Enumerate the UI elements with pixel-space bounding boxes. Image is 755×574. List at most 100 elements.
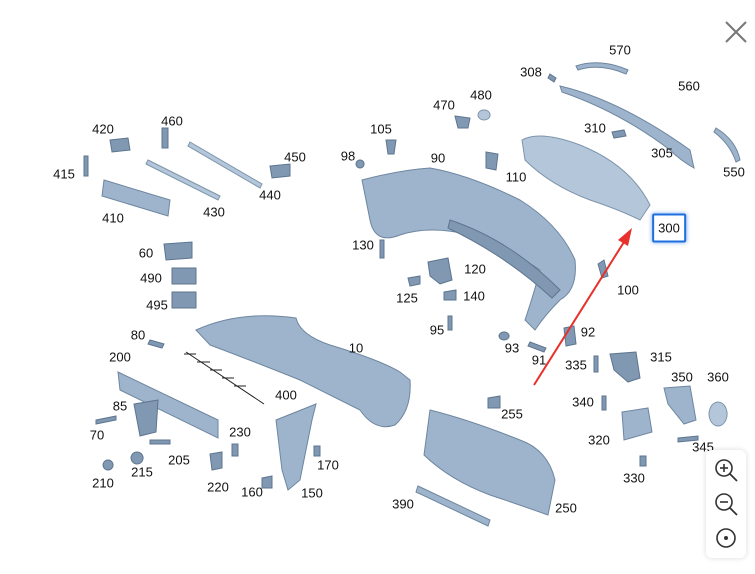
label-90[interactable]: 90 xyxy=(430,150,446,166)
part-315[interactable] xyxy=(609,351,641,383)
part-550[interactable] xyxy=(713,127,741,163)
label-335[interactable]: 335 xyxy=(565,357,587,373)
label-170[interactable]: 170 xyxy=(317,457,339,473)
part-200[interactable] xyxy=(117,371,219,439)
label-125[interactable]: 125 xyxy=(396,290,418,306)
label-570[interactable]: 570 xyxy=(609,42,631,58)
label-10[interactable]: 10 xyxy=(348,340,364,356)
part-130[interactable] xyxy=(379,239,385,259)
part-80[interactable] xyxy=(147,339,165,349)
label-420[interactable]: 420 xyxy=(92,121,114,137)
label-215[interactable]: 215 xyxy=(131,464,153,480)
part-310[interactable] xyxy=(611,129,627,139)
part-440[interactable] xyxy=(187,141,263,189)
part-490[interactable] xyxy=(171,267,197,285)
reset-view-button[interactable] xyxy=(712,524,740,552)
part-215[interactable] xyxy=(130,451,144,465)
label-100[interactable]: 100 xyxy=(617,282,639,298)
label-93[interactable]: 93 xyxy=(504,340,520,356)
part-140[interactable] xyxy=(443,289,457,301)
label-305[interactable]: 305 xyxy=(651,145,673,161)
label-495[interactable]: 495 xyxy=(146,297,168,313)
part-98[interactable] xyxy=(355,159,365,169)
part-345[interactable] xyxy=(677,435,699,443)
part-570[interactable] xyxy=(575,62,629,75)
part-170[interactable] xyxy=(313,445,321,457)
label-130[interactable]: 130 xyxy=(352,237,374,253)
label-210[interactable]: 210 xyxy=(92,475,114,491)
part-210[interactable] xyxy=(102,459,114,471)
label-250[interactable]: 250 xyxy=(555,500,577,516)
label-105[interactable]: 105 xyxy=(370,121,392,137)
zoom-in-button[interactable] xyxy=(712,456,740,484)
label-205[interactable]: 205 xyxy=(168,452,190,468)
label-92[interactable]: 92 xyxy=(580,324,596,340)
label-80[interactable]: 80 xyxy=(130,327,146,343)
part-90[interactable] xyxy=(361,167,576,331)
part-70[interactable] xyxy=(95,415,117,425)
part-460[interactable] xyxy=(161,127,169,149)
label-550[interactable]: 550 xyxy=(723,164,745,180)
part-320[interactable] xyxy=(621,407,653,441)
label-560[interactable]: 560 xyxy=(678,78,700,94)
label-410[interactable]: 410 xyxy=(102,210,124,226)
label-440[interactable]: 440 xyxy=(259,187,281,203)
label-415[interactable]: 415 xyxy=(53,166,75,182)
label-160[interactable]: 160 xyxy=(241,484,263,500)
part-10[interactable] xyxy=(195,315,411,428)
label-470[interactable]: 470 xyxy=(433,97,455,113)
label-430[interactable]: 430 xyxy=(203,204,225,220)
label-120[interactable]: 120 xyxy=(464,261,486,277)
part-430[interactable] xyxy=(145,159,221,201)
label-70[interactable]: 70 xyxy=(89,427,105,443)
label-150[interactable]: 150 xyxy=(301,485,323,501)
part-110[interactable] xyxy=(485,151,499,171)
part-160[interactable] xyxy=(261,475,273,489)
part-95[interactable] xyxy=(447,315,453,331)
label-460[interactable]: 460 xyxy=(161,113,183,129)
part-150[interactable] xyxy=(275,403,317,491)
label-340[interactable]: 340 xyxy=(572,394,594,410)
part-420[interactable] xyxy=(109,137,131,153)
label-490[interactable]: 490 xyxy=(140,270,162,286)
part-340[interactable] xyxy=(601,395,607,411)
part-250[interactable] xyxy=(423,409,556,516)
part-495[interactable] xyxy=(171,291,197,309)
label-450[interactable]: 450 xyxy=(284,149,306,165)
part-100[interactable] xyxy=(597,259,609,279)
label-140[interactable]: 140 xyxy=(463,288,485,304)
label-110[interactable]: 110 xyxy=(505,169,527,185)
part-300[interactable] xyxy=(521,135,651,221)
part-120[interactable] xyxy=(427,257,453,285)
label-390[interactable]: 390 xyxy=(392,496,414,512)
part-470[interactable] xyxy=(454,115,471,129)
part-85[interactable] xyxy=(133,399,159,437)
label-230[interactable]: 230 xyxy=(229,424,251,440)
label-85[interactable]: 85 xyxy=(112,398,128,414)
part-560[interactable] xyxy=(559,85,695,169)
part-205[interactable] xyxy=(149,439,171,445)
part-480[interactable] xyxy=(477,109,491,121)
close-button[interactable] xyxy=(721,17,751,47)
label-400[interactable]: 400 xyxy=(275,387,297,403)
label-95[interactable]: 95 xyxy=(429,322,445,338)
part-450[interactable] xyxy=(269,163,291,179)
part-308[interactable] xyxy=(547,73,557,83)
part-390[interactable] xyxy=(415,485,491,527)
part-360[interactable] xyxy=(708,401,728,427)
part-105[interactable] xyxy=(385,139,397,155)
part-415[interactable] xyxy=(83,155,89,177)
part-255[interactable] xyxy=(487,395,501,409)
label-310[interactable]: 310 xyxy=(584,120,606,136)
label-60[interactable]: 60 xyxy=(138,245,154,261)
part-93[interactable] xyxy=(498,331,510,341)
label-350[interactable]: 350 xyxy=(671,369,693,385)
label-315[interactable]: 315 xyxy=(650,349,672,365)
label-308[interactable]: 308 xyxy=(520,64,542,80)
label-200[interactable]: 200 xyxy=(109,349,131,365)
part-125[interactable] xyxy=(407,275,421,287)
part-330[interactable] xyxy=(639,455,647,467)
label-98[interactable]: 98 xyxy=(340,148,356,164)
zoom-out-button[interactable] xyxy=(712,490,740,518)
part-230[interactable] xyxy=(231,443,239,457)
